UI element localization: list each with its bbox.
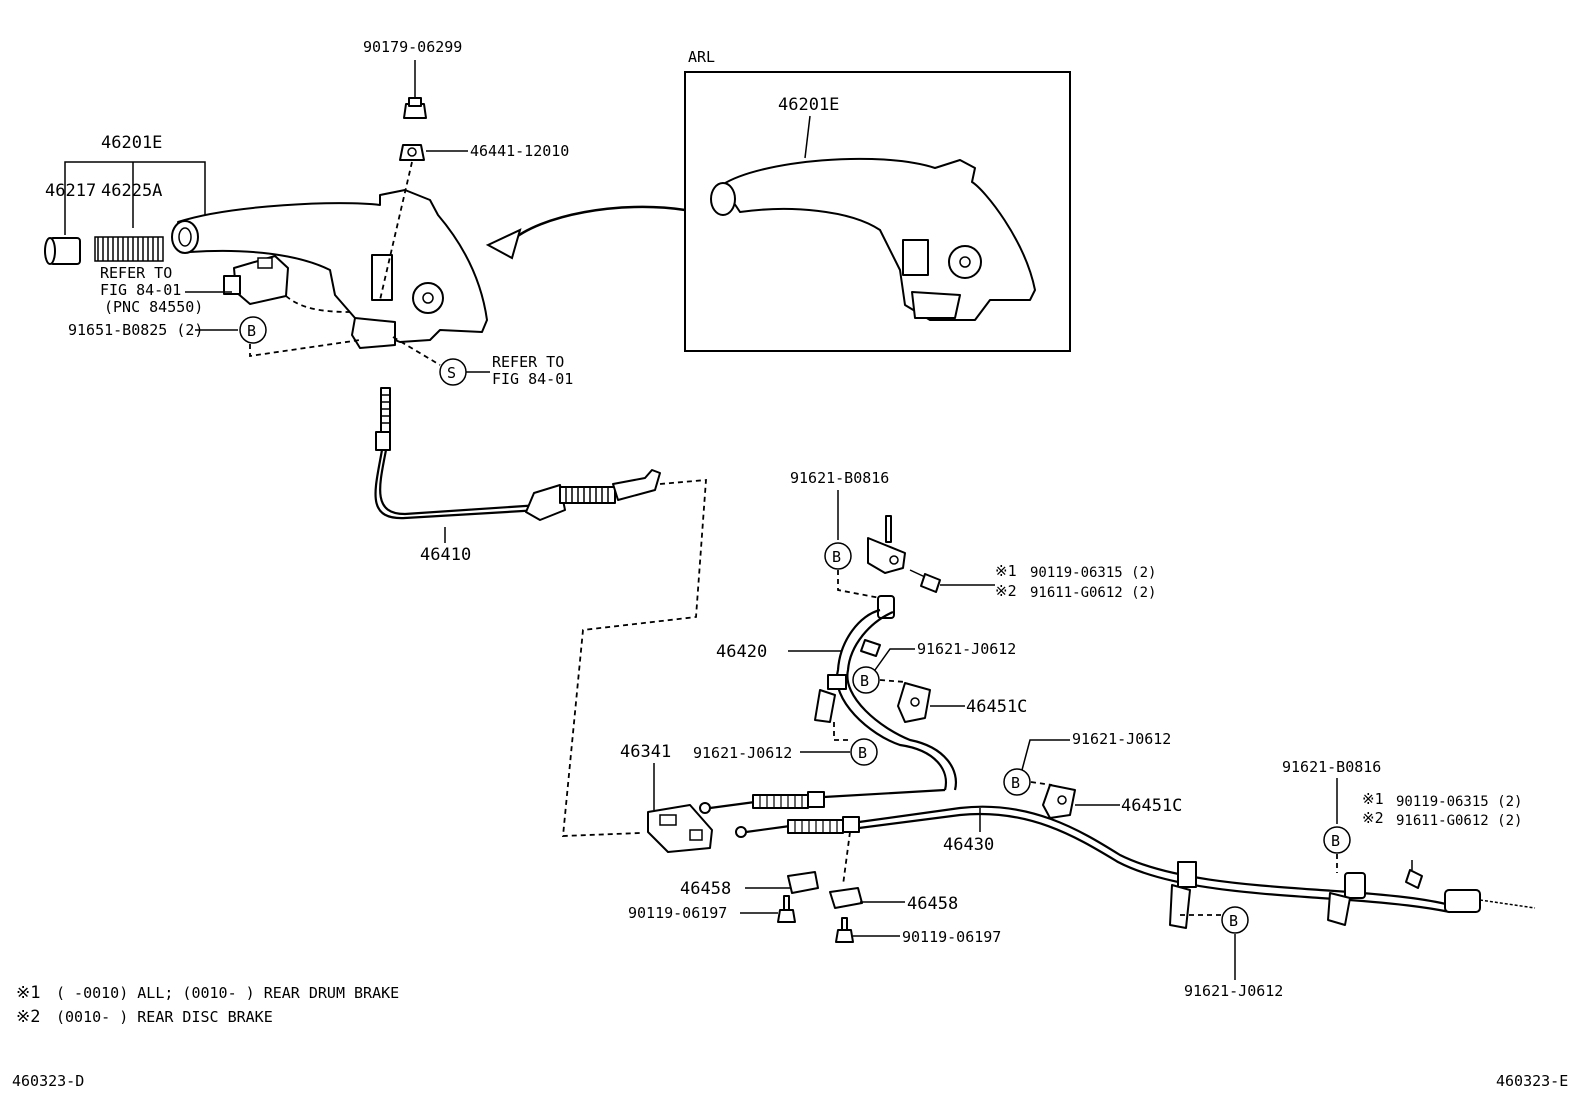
label-46458-b: 46458 (907, 894, 958, 914)
clamp-46451C-a (897, 682, 931, 723)
clip-46458-a (787, 871, 819, 894)
label-46420: 46420 (716, 642, 767, 662)
marker-b-bottom: B (1221, 906, 1249, 934)
bolt-right (1405, 860, 1423, 889)
note2-marker-right: ※2 (1362, 809, 1384, 827)
marker-b-right: B (1323, 826, 1351, 854)
footnote-2-text: (0010- ) REAR DISC BRAKE (56, 1008, 273, 1026)
svg-text:B: B (1229, 912, 1238, 930)
label-90119-06197-a: 90119-06197 (628, 904, 727, 922)
label-46451C-b: 46451C (1121, 796, 1182, 816)
grip-46217 (44, 237, 81, 265)
marker-b-mid-a: B (852, 666, 880, 694)
marker-b-mid-c: B (1003, 768, 1031, 796)
label-46458-a: 46458 (680, 879, 731, 899)
label-91621-B0816-upper: 91621-B0816 (790, 469, 889, 487)
footnote-2-marker: ※2 (16, 1007, 40, 1027)
footnote-1-text: ( -0010) ALL; (0010- ) REAR DRUM BRAKE (56, 984, 399, 1002)
label-46410: 46410 (420, 545, 471, 565)
svg-text:S: S (447, 364, 456, 382)
screw-90119-06197-b (835, 917, 854, 943)
label-91611-G0612-upper: 91611-G0612 (2) (1030, 585, 1156, 601)
clamp-46451C-b (1042, 784, 1076, 819)
svg-text:B: B (1331, 832, 1340, 850)
clip-46458-b (829, 887, 863, 909)
label-refer-s-2: FIG 84-01 (492, 370, 573, 388)
label-91611-G0612-right: 91611-G0612 (2) (1396, 813, 1522, 829)
marker-b-lever: B (239, 316, 267, 344)
diagram-id-right: 460323-E (1496, 1072, 1568, 1090)
spring-46225A (94, 236, 164, 262)
bolt-upper-right (909, 569, 995, 593)
equalizer-46341 (647, 804, 713, 853)
label-90179-06299: 90179-06299 (363, 38, 462, 56)
cable-46420 (814, 595, 957, 791)
footnote-1-marker: ※1 (16, 983, 40, 1003)
svg-text:B: B (832, 548, 841, 566)
svg-text:B: B (860, 672, 869, 690)
label-46451C-a: 46451C (966, 697, 1027, 717)
switch-84550 (223, 255, 289, 305)
note1-marker-right: ※1 (1362, 790, 1384, 808)
label-refer-switch-3: (PNC 84550) (104, 298, 203, 316)
front-cable-46410 (374, 387, 661, 521)
label-91621-J0612-a: 91621-J0612 (917, 640, 1016, 658)
marker-s: S (439, 358, 467, 386)
label-46217: 46217 (45, 181, 96, 201)
label-46441-12010: 46441-12010 (470, 142, 569, 160)
inset-title: ARL (688, 48, 715, 66)
label-90119-06315-upper: 90119-06315 (2) (1030, 565, 1156, 581)
svg-text:B: B (1011, 774, 1020, 792)
label-90119-06315-right: 90119-06315 (2) (1396, 794, 1522, 810)
marker-b-mid-b: B (850, 738, 878, 766)
cable-46430 (699, 788, 1536, 929)
label-91621-J0612-d: 91621-J0612 (1184, 982, 1283, 1000)
label-refer-switch-1: REFER TO (100, 264, 172, 282)
label-46430: 46430 (943, 835, 994, 855)
inset-arrow (509, 205, 686, 243)
label-refer-switch-2: FIG 84-01 (100, 281, 181, 299)
label-90119-06197-b: 90119-06197 (902, 928, 1001, 946)
label-refer-s-1: REFER TO (492, 353, 564, 371)
label-91621-B0816-right: 91621-B0816 (1282, 758, 1381, 776)
note1-marker-upper: ※1 (995, 562, 1017, 580)
label-91621-J0612-c: 91621-J0612 (1072, 730, 1171, 748)
diagram-id-left: 460323-D (12, 1072, 84, 1090)
lever-46201E-drawing (171, 189, 488, 349)
inset-frame (684, 71, 1071, 352)
label-91651-B0825: 91651-B0825 (2) (68, 321, 203, 339)
label-91621-J0612-b: 91621-J0612 (693, 744, 792, 762)
bracket-upper (867, 515, 906, 574)
inset-lever-drawing (710, 157, 1036, 321)
note2-marker-upper: ※2 (995, 582, 1017, 600)
nut-46441-12010 (399, 144, 425, 161)
svg-text:B: B (858, 744, 867, 762)
nut-90179-06299 (403, 97, 427, 119)
inset-part-label: 46201E (778, 95, 839, 115)
marker-b-upper: B (824, 542, 852, 570)
screw-90119-06197-a (777, 895, 796, 923)
label-46341: 46341 (620, 742, 671, 762)
svg-text:B: B (247, 322, 256, 340)
label-46201E: 46201E (101, 133, 162, 153)
label-46225A: 46225A (101, 181, 162, 201)
